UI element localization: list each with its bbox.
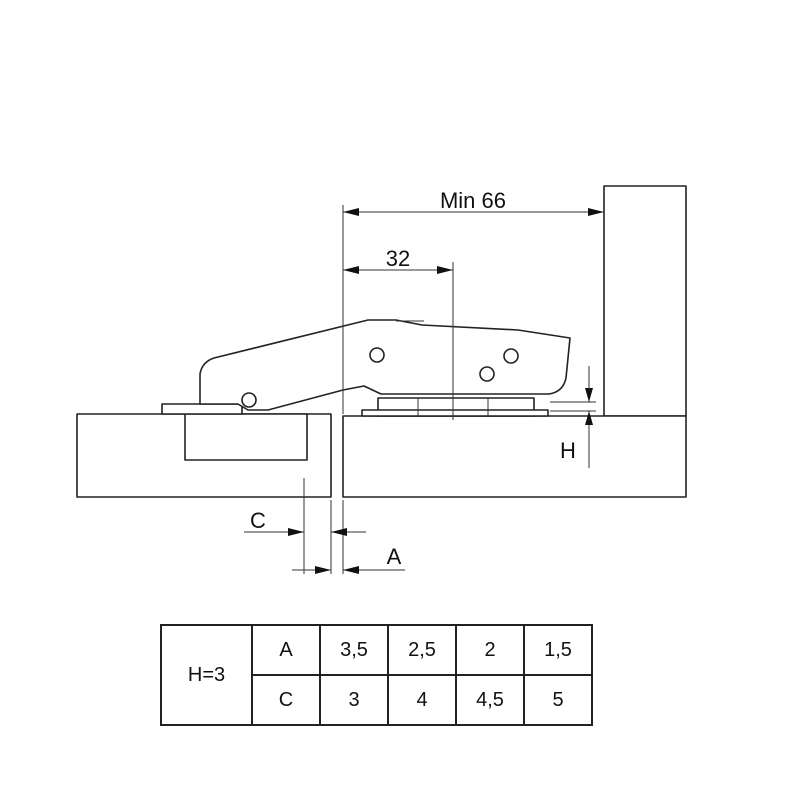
arrow-c-left [331,528,347,536]
row-label-a: A [251,624,321,676]
side-panel [603,185,687,417]
arrow-32-left [343,266,359,274]
table-row: H=3 A 3,5 2,5 2 1,5 [160,624,593,726]
base-panel-right [342,415,687,498]
arrow-32-right [437,266,453,274]
c-value-4: 5 [523,674,593,726]
pivot-pin-4 [479,366,495,382]
offset-label: 32 [386,246,410,271]
c-label: C [250,508,266,533]
pivot-pin-1 [241,392,257,408]
spec-table: H=3 A 3,5 2,5 2 1,5 C 3 4 4,5 5 [160,624,593,726]
pivot-pin-2 [369,347,385,363]
arrow-h-up [585,411,593,425]
arrow-h-down [585,388,593,402]
pivot-pin-3 [503,348,519,364]
arrow-min-left [343,208,359,216]
a-label: A [387,544,402,569]
table-row: C 3 4 4,5 5 [161,674,593,726]
cup-flange [161,403,243,415]
a-value-2: 2,5 [387,624,457,676]
a-value-1: 3,5 [319,624,389,676]
hinge-cup [184,413,308,461]
c-value-3: 4,5 [455,674,525,726]
min-distance-label: Min 66 [440,188,506,213]
hinge-arm [199,319,571,411]
a-value-3: 2 [455,624,525,676]
h-value-cell: H=3 [160,624,253,726]
arrow-a-left [343,566,359,574]
a-value-4: 1,5 [523,624,593,676]
c-value-2: 4 [387,674,457,726]
c-value-1: 3 [319,674,389,726]
arrow-c-right [288,528,304,536]
arrow-min-right [588,208,604,216]
arrow-a-right [315,566,331,574]
row-label-c: C [251,674,321,726]
h-label: H [560,438,576,463]
mounting-plate-base [361,409,549,417]
